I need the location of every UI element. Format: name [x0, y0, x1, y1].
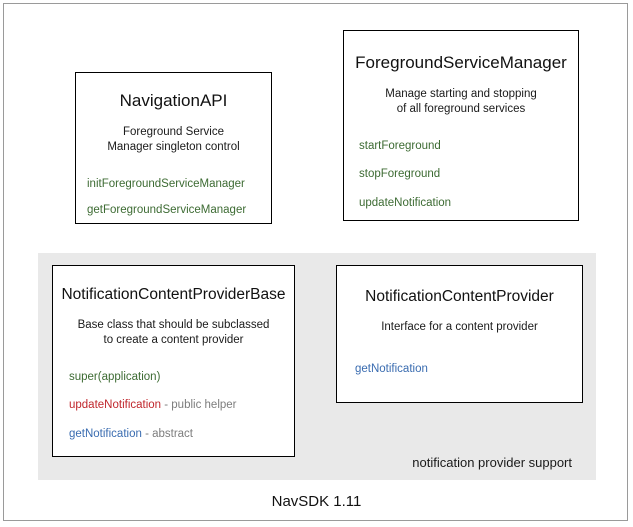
class-box-foreground-service-manager[interactable]: ForegroundServiceManager Manage starting…: [343, 30, 579, 221]
member-suffix: - abstract: [141, 428, 194, 441]
class-title-notification-content-provider: NotificationContentProvider: [365, 288, 554, 305]
member-suffix: - public helper: [161, 399, 237, 412]
member-item[interactable]: stopForeground: [359, 168, 578, 181]
class-description-line: Base class that should be subclassed: [77, 318, 270, 331]
class-box-navigation-api[interactable]: NavigationAPI Foreground Service Manager…: [75, 72, 272, 224]
member-item[interactable]: updateNotification - public helper: [69, 399, 294, 412]
class-description-line: to create a content provider: [103, 334, 244, 347]
member-name: getNotification: [69, 428, 142, 441]
class-description-line: of all foreground services: [396, 103, 526, 116]
class-box-notification-content-provider-base[interactable]: NotificationContentProviderBase Base cla…: [52, 265, 295, 457]
member-item[interactable]: getForegroundServiceManager: [87, 204, 271, 217]
class-description-line: Manager singleton control: [107, 141, 240, 154]
member-name: stopForeground: [359, 168, 441, 181]
member-name: getNotification: [355, 363, 428, 376]
class-description-notification-content-provider-base: Base class that should be subclassed to …: [53, 318, 294, 349]
member-name: startForeground: [359, 139, 441, 152]
member-name: getForegroundServiceManager: [87, 204, 247, 217]
member-item[interactable]: getNotification - abstract: [69, 428, 294, 441]
member-list-navigation-api: initForegroundServiceManager getForegrou…: [76, 178, 271, 217]
class-title-notification-content-provider-base: NotificationContentProviderBase: [61, 286, 286, 303]
outer-frame: [3, 3, 628, 521]
member-list-notification-content-provider-base: super(application) updateNotification - …: [53, 371, 294, 441]
member-name: updateNotification: [359, 196, 452, 209]
class-description-foreground-service-manager: Manage starting and stopping of all fore…: [344, 87, 578, 118]
class-description-navigation-api: Foreground Service Manager singleton con…: [76, 125, 271, 156]
group-panel-label: notification provider support: [412, 455, 572, 470]
class-description-notification-content-provider: Interface for a content provider: [337, 320, 582, 336]
class-box-notification-content-provider[interactable]: NotificationContentProvider Interface fo…: [336, 265, 583, 403]
member-list-notification-content-provider: getNotification: [337, 363, 582, 376]
member-item[interactable]: updateNotification: [359, 197, 578, 210]
member-item[interactable]: getNotification: [355, 363, 582, 376]
class-description-line: Manage starting and stopping: [385, 87, 537, 100]
member-item[interactable]: super(application): [69, 371, 294, 384]
class-description-line: Foreground Service: [123, 125, 224, 138]
class-description-line: Interface for a content provider: [381, 320, 538, 333]
member-name: super(application): [69, 370, 161, 383]
member-name: updateNotification: [69, 399, 162, 412]
member-name: initForegroundServiceManager: [87, 177, 245, 190]
member-item[interactable]: initForegroundServiceManager: [87, 178, 271, 191]
class-title-navigation-api: NavigationAPI: [119, 91, 228, 110]
member-list-foreground-service-manager: startForeground stopForeground updateNot…: [344, 140, 578, 210]
diagram-caption: NavSDK 1.11: [271, 493, 362, 510]
member-item[interactable]: startForeground: [359, 140, 578, 153]
class-title-foreground-service-manager: ForegroundServiceManager: [355, 53, 567, 72]
